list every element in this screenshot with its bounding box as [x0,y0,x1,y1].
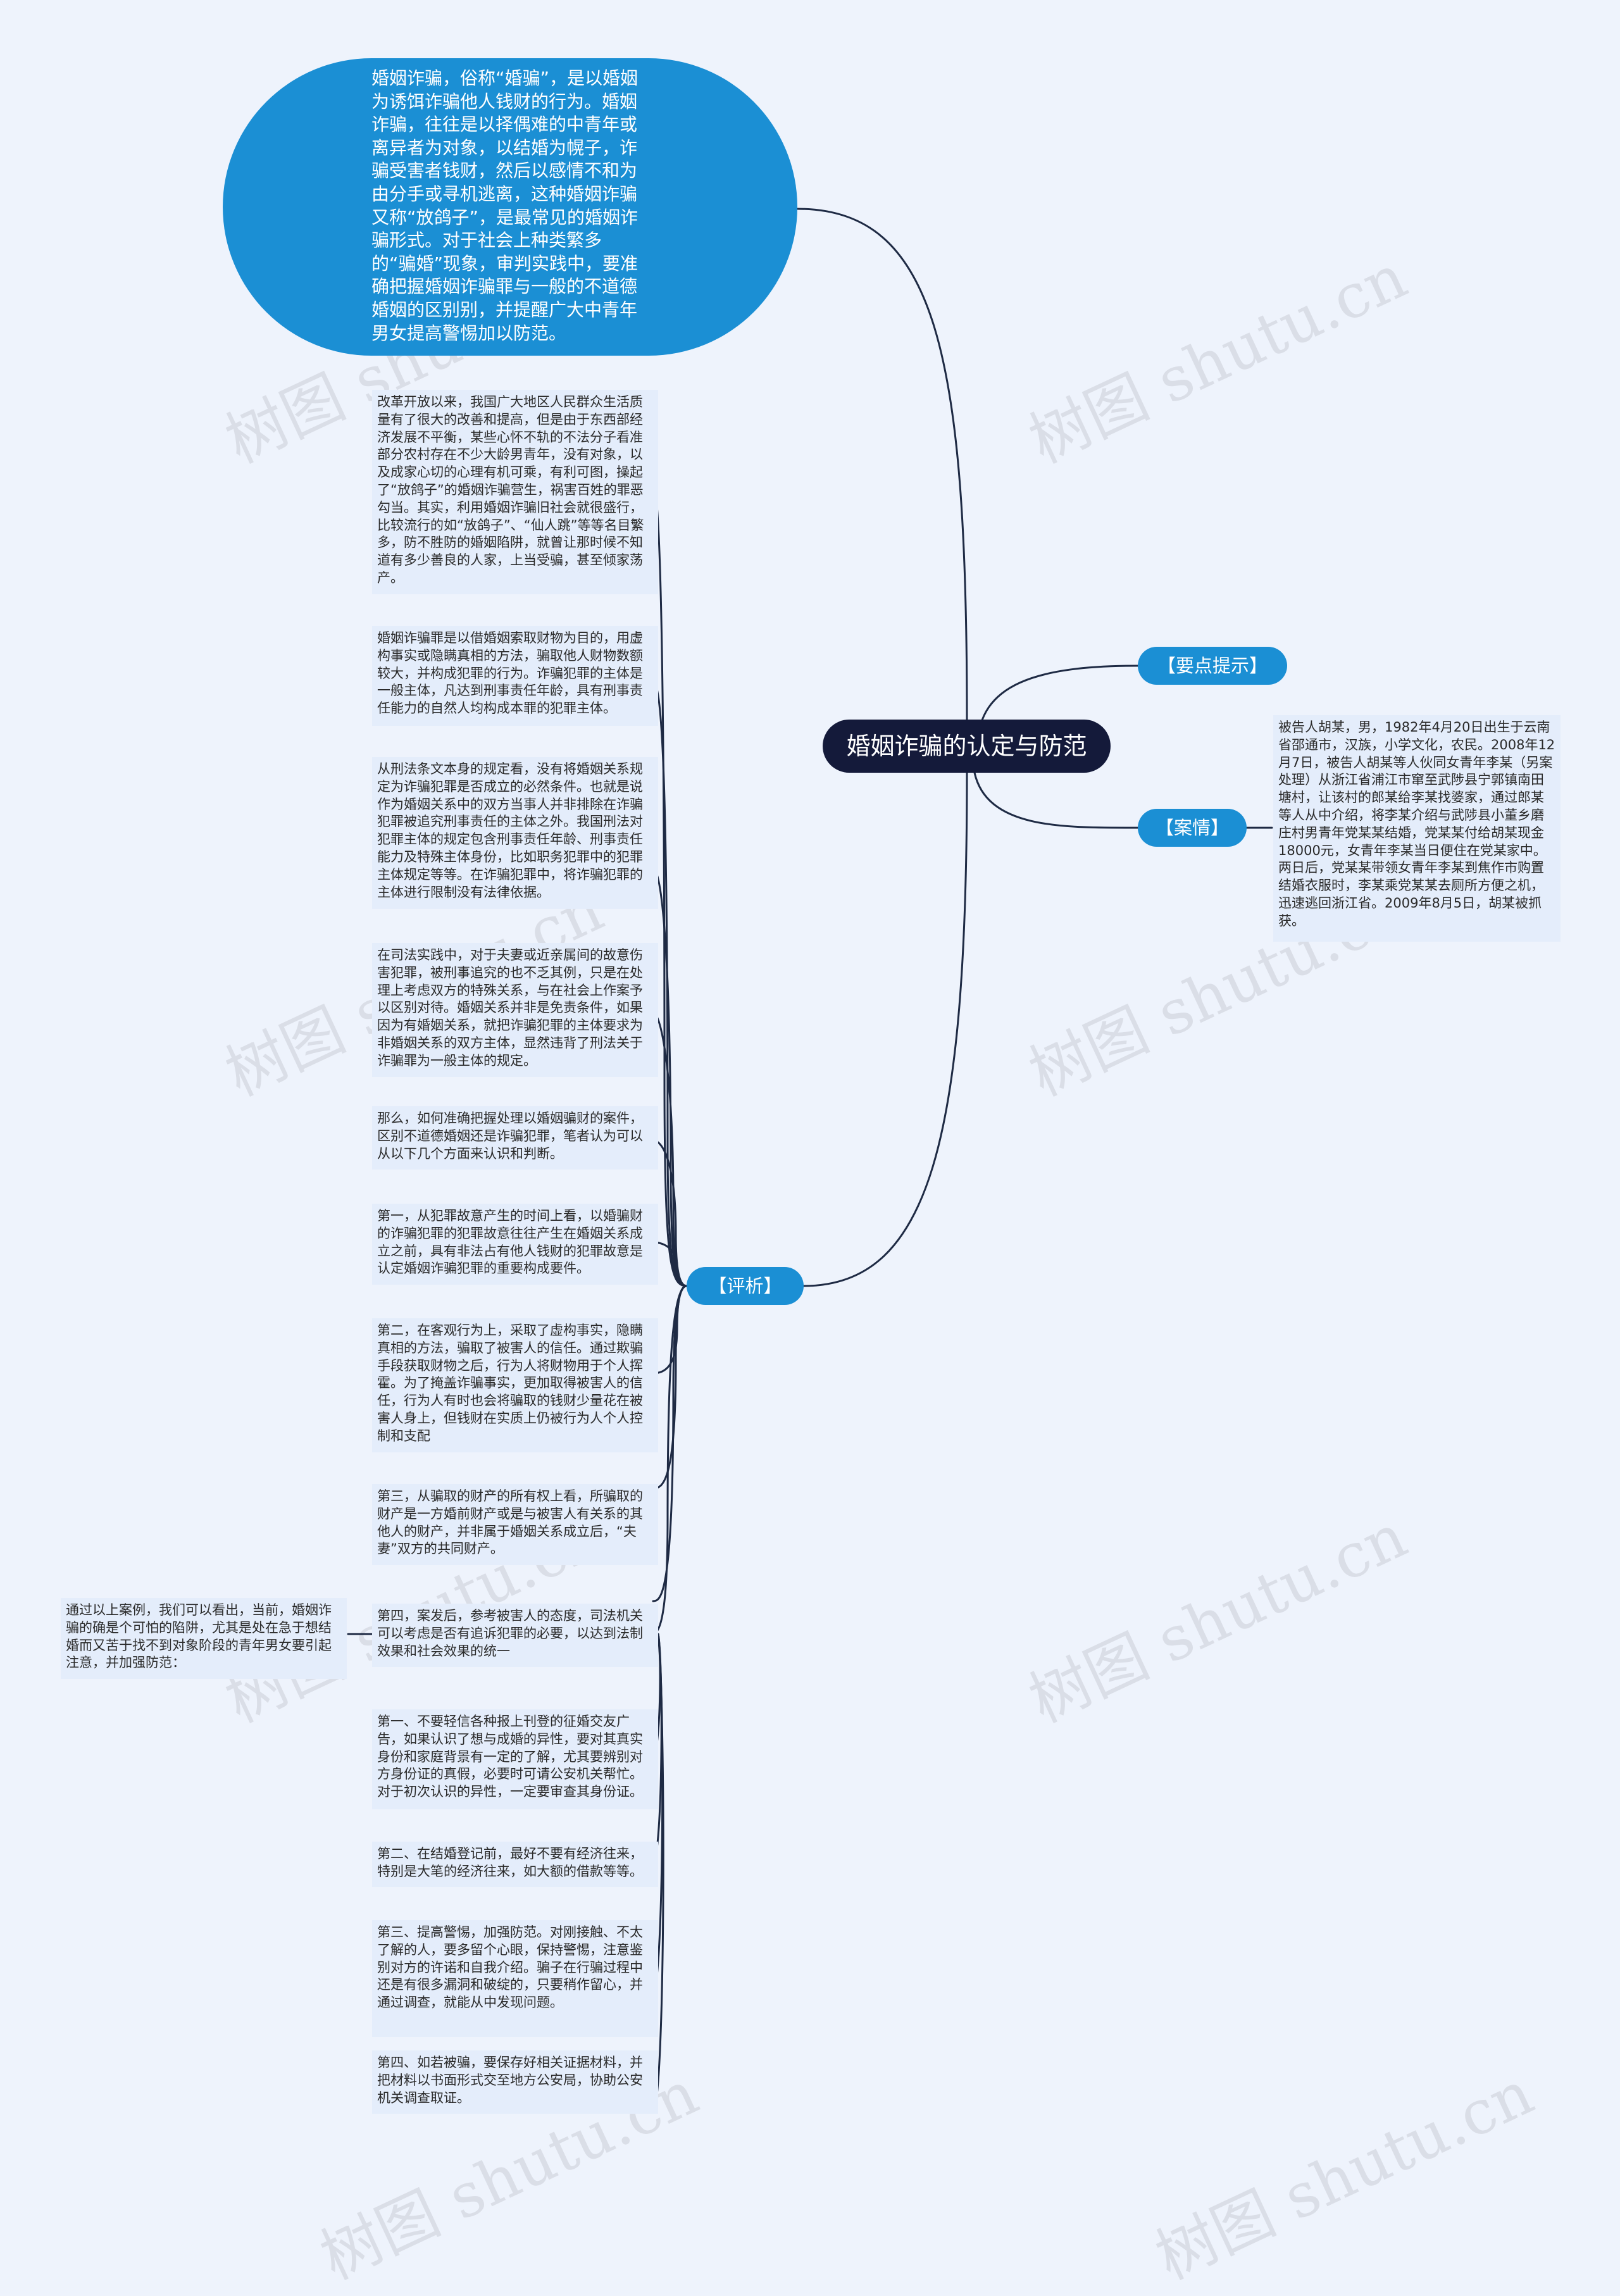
analysis-note-text: 第一，从犯罪故意产生的时间上看，以婚骗财的诈骗犯罪的犯罪故意往往产生在婚姻关系成… [377,1208,643,1276]
intro-bubble: 婚姻诈骗，俗称“婚骗”，是以婚姻为诱饵诈骗他人钱财的行为。婚姻诈骗，往往是以择偶… [223,58,797,356]
analysis-note-text: 第三，从骗取的财产的所有权上看，所骗取的财产是一方婚前财产或是与被害人有关系的其… [377,1488,643,1557]
root-label: 婚姻诈骗的认定与防范 [846,732,1087,760]
prevention-note: 第三、提高警惕，加强防范。对刚接触、不太了解的人，要多留个心眼，保持警惕，注意鉴… [372,1920,658,2037]
watermark: 树图 shutu.cn [1145,2057,1544,2293]
analysis-note-text: 婚姻诈骗罪是以借婚姻索取财物为目的，用虚构事实或隐瞒真相的方法，骗取他人财物数额… [377,630,643,716]
link-root-intro [796,208,968,721]
case-note: 被告人胡某，男，1982年4月20日出生于云南省邵通市，汉族，小学文化，农民。2… [1273,715,1561,942]
conclusion-text: 通过以上案例，我们可以看出，当前，婚姻诈骗的确是个可怕的陷阱，尤其是处在急于想结… [66,1602,332,1671]
analysis-note-text: 第二，在客观行为上，采取了虚构事实，隐瞒真相的方法，骗取了被害人的信任。通过欺骗… [377,1323,643,1444]
analysis-note-text: 改革开放以来，我国广大地区人民群众生活质量有了很大的改善和提高，但是由于东西部经… [377,394,644,585]
prevention-note: 第二、在结婚登记前，最好不要有经济往来，特别是大笔的经济往来，如大额的借款等等。 [372,1842,658,1887]
analysis-note: 第四，案发后，参考被害人的态度，司法机关可以考虑是否有追诉犯罪的必要，以达到法制… [372,1604,658,1667]
conclusion-note: 通过以上案例，我们可以看出，当前，婚姻诈骗的确是个可怕的陷阱，尤其是处在急于想结… [61,1598,347,1679]
analysis-note: 那么，如何准确把握处理以婚姻骗财的案件，区别不道德婚姻还是诈骗犯罪，笔者认为可以… [372,1106,658,1170]
analysis-note-text: 从刑法条文本身的规定看，没有将婚姻关系规定为诈骗犯罪是否成立的必然条件。也就是说… [377,761,643,900]
prevention-note-text: 第二、在结婚登记前，最好不要有经济往来，特别是大笔的经济往来，如大额的借款等等。 [377,1846,643,1879]
analysis-note: 在司法实践中，对于夫妻或近亲属间的故意伤害犯罪，被刑事追究的也不乏其例，只是在处… [372,943,658,1077]
analysis-note: 第三，从骗取的财产的所有权上看，所骗取的财产是一方婚前财产或是与被害人有关系的其… [372,1484,658,1565]
branch-case[interactable]: 【案情】 [1138,809,1247,847]
prevention-note-text: 第三、提高警惕，加强防范。对刚接触、不太了解的人，要多留个心眼，保持警惕，注意鉴… [377,1925,643,2011]
prevention-note-text: 第一、不要轻信各种报上刊登的征婚交友广告，如果认识了想与成婚的异性，要对其真实身… [377,1714,643,1800]
branch-case-label: 【案情】 [1155,817,1229,839]
branch-keypoints-label: 【要点提示】 [1157,655,1268,677]
analysis-note: 第二，在客观行为上，采取了虚构事实，隐瞒真相的方法，骗取了被害人的信任。通过欺骗… [372,1318,658,1452]
link-root-case [973,771,1139,829]
branch-analysis-label: 【评析】 [708,1275,782,1297]
analysis-note-text: 第四，案发后，参考被害人的态度，司法机关可以考虑是否有追诉犯罪的必要，以达到法制… [377,1608,643,1659]
root-topic[interactable]: 婚姻诈骗的认定与防范 [823,720,1111,773]
analysis-note: 婚姻诈骗罪是以借婚姻索取财物为目的，用虚构事实或隐瞒真相的方法，骗取他人财物数额… [372,626,658,726]
prevention-note: 第四、如若被骗，要保存好相关证据材料，并把材料以书面形式交至地方公安局，协助公安… [372,2050,658,2114]
analysis-note-text: 那么，如何准确把握处理以婚姻骗财的案件，区别不道德婚姻还是诈骗犯罪，笔者认为可以… [377,1111,643,1161]
watermark: 树图 shutu.cn [1018,1500,1418,1737]
case-text: 被告人胡某，男，1982年4月20日出生于云南省邵通市，汉族，小学文化，农民。2… [1278,720,1555,928]
prevention-note: 第一、不要轻信各种报上刊登的征婚交友广告，如果认识了想与成婚的异性，要对其真实身… [372,1709,658,1809]
analysis-note: 从刑法条文本身的规定看，没有将婚姻关系规定为诈骗犯罪是否成立的必然条件。也就是说… [372,757,658,909]
analysis-note: 改革开放以来，我国广大地区人民群众生活质量有了很大的改善和提高，但是由于东西部经… [372,390,658,594]
analysis-note: 第一，从犯罪故意产生的时间上看，以婚骗财的诈骗犯罪的犯罪故意往往产生在婚姻关系成… [372,1204,658,1285]
branch-analysis[interactable]: 【评析】 [687,1267,804,1305]
intro-text: 婚姻诈骗，俗称“婚骗”，是以婚姻为诱饵诈骗他人钱财的行为。婚姻诈骗，往往是以择偶… [371,68,639,344]
link-root-analysis [802,771,968,1287]
branch-keypoints[interactable]: 【要点提示】 [1138,647,1287,685]
watermark: 树图 shutu.cn [1018,240,1418,477]
analysis-note-text: 在司法实践中，对于夫妻或近亲属间的故意伤害犯罪，被刑事追究的也不乏其例，只是在处… [377,947,643,1068]
prevention-note-text: 第四、如若被骗，要保存好相关证据材料，并把材料以书面形式交至地方公安局，协助公安… [377,2055,643,2106]
